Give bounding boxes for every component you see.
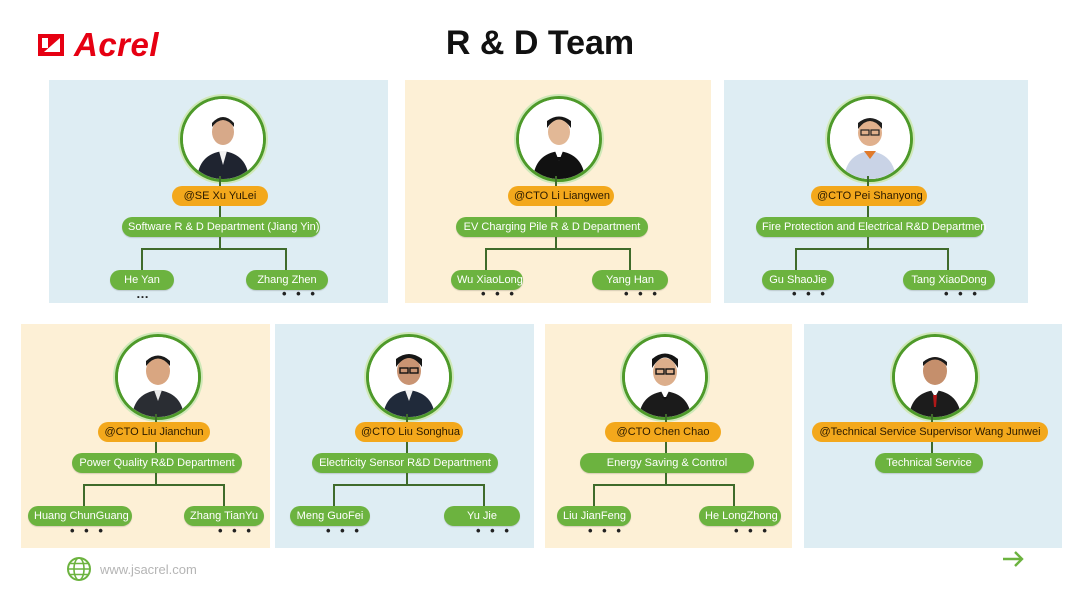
person-photo-icon xyxy=(830,99,910,179)
more-members-indicator: • • • xyxy=(218,523,254,538)
member-label: Zhang TianYu xyxy=(184,506,264,526)
more-members-indicator: • • • xyxy=(70,523,106,538)
avatar xyxy=(366,334,452,420)
more-members-indicator: • • • xyxy=(588,523,624,538)
more-members-indicator: • • • xyxy=(481,286,517,301)
more-members-indicator: … xyxy=(136,286,152,301)
member-label: Tang XiaoDong xyxy=(903,270,995,290)
member-label: Meng GuoFei xyxy=(290,506,370,526)
avatar xyxy=(892,334,978,420)
more-members-indicator: • • • xyxy=(944,286,980,301)
member-label: Yu Jie xyxy=(444,506,520,526)
member-label: Wu XiaoLong xyxy=(451,270,523,290)
member-label: Huang ChunGuang xyxy=(28,506,132,526)
member-label: Liu JianFeng xyxy=(557,506,631,526)
department-label: Fire Protection and Electrical R&D Depar… xyxy=(756,217,986,237)
member-label: Zhang Zhen xyxy=(246,270,328,290)
person-photo-icon xyxy=(625,337,705,417)
leader-label: @CTO Liu Songhua xyxy=(355,422,463,442)
website-url: www.jsacrel.com xyxy=(100,561,197,577)
member-label: Gu ShaoJie xyxy=(762,270,834,290)
more-members-indicator: • • • xyxy=(476,523,512,538)
more-members-indicator: • • • xyxy=(792,286,828,301)
leader-label: @Technical Service Supervisor Wang Junwe… xyxy=(812,422,1048,442)
person-photo-icon xyxy=(895,337,975,417)
leader-label: @CTO Pei Shanyong xyxy=(811,186,927,206)
department-label: Technical Service xyxy=(875,453,983,473)
more-members-indicator: • • • xyxy=(326,523,362,538)
leader-label: @CTO Chen Chao xyxy=(605,422,721,442)
more-members-indicator: • • • xyxy=(734,523,770,538)
footer: www.jsacrel.com xyxy=(66,556,197,582)
globe-icon xyxy=(67,557,91,581)
person-photo-icon xyxy=(519,99,599,179)
acrel-logo-icon xyxy=(38,30,68,60)
department-label: Energy Saving & Control xyxy=(580,453,754,473)
department-label: Power Quality R&D Department xyxy=(72,453,242,473)
department-label: EV Charging Pile R & D Department xyxy=(456,217,648,237)
avatar xyxy=(115,334,201,420)
page-title: R & D Team xyxy=(445,24,635,62)
department-label: Electricity Sensor R&D Department xyxy=(312,453,498,473)
avatar xyxy=(516,96,602,182)
more-members-indicator: • • • xyxy=(282,286,318,301)
leader-label: @CTO Li Liangwen xyxy=(508,186,614,206)
leader-label: @SE Xu YuLei xyxy=(172,186,268,206)
member-label: He LongZhong xyxy=(699,506,781,526)
avatar xyxy=(622,334,708,420)
person-photo-icon xyxy=(183,99,263,179)
member-label: He Yan xyxy=(110,270,174,290)
avatar xyxy=(827,96,913,182)
next-arrow-icon[interactable] xyxy=(1000,548,1026,575)
more-members-indicator: • • • xyxy=(624,286,660,301)
person-photo-icon xyxy=(118,337,198,417)
department-label: Software R & D Department (Jiang Yin) xyxy=(122,217,320,237)
brand-name: Acrel xyxy=(74,26,160,63)
acrel-logo: Acrel xyxy=(38,26,160,63)
leader-label: @CTO Liu Jianchun xyxy=(98,422,210,442)
member-label: Yang Han xyxy=(592,270,668,290)
avatar xyxy=(180,96,266,182)
person-photo-icon xyxy=(369,337,449,417)
